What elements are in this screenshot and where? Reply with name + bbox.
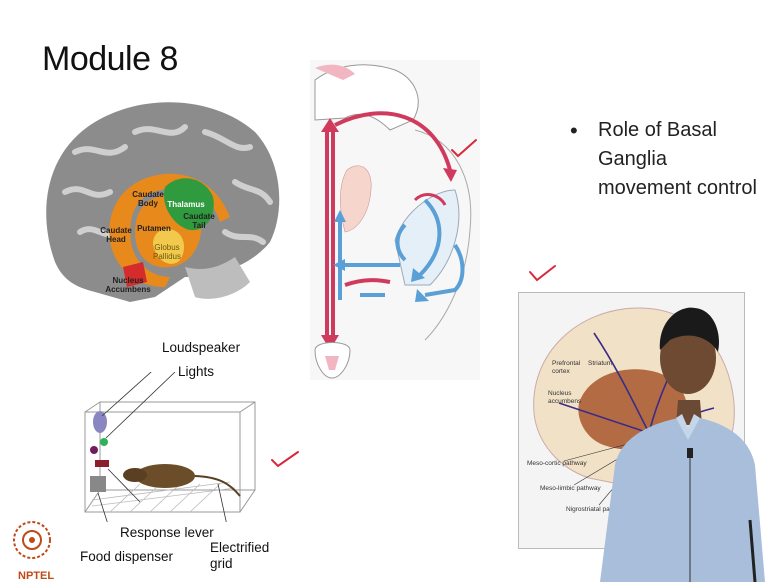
nptel-logo-icon xyxy=(10,514,54,570)
checkmark-icon xyxy=(530,266,555,280)
checkmark-icon xyxy=(272,452,298,466)
checkmark-icon xyxy=(452,140,476,156)
nptel-logo-text: NPTEL xyxy=(18,570,54,582)
